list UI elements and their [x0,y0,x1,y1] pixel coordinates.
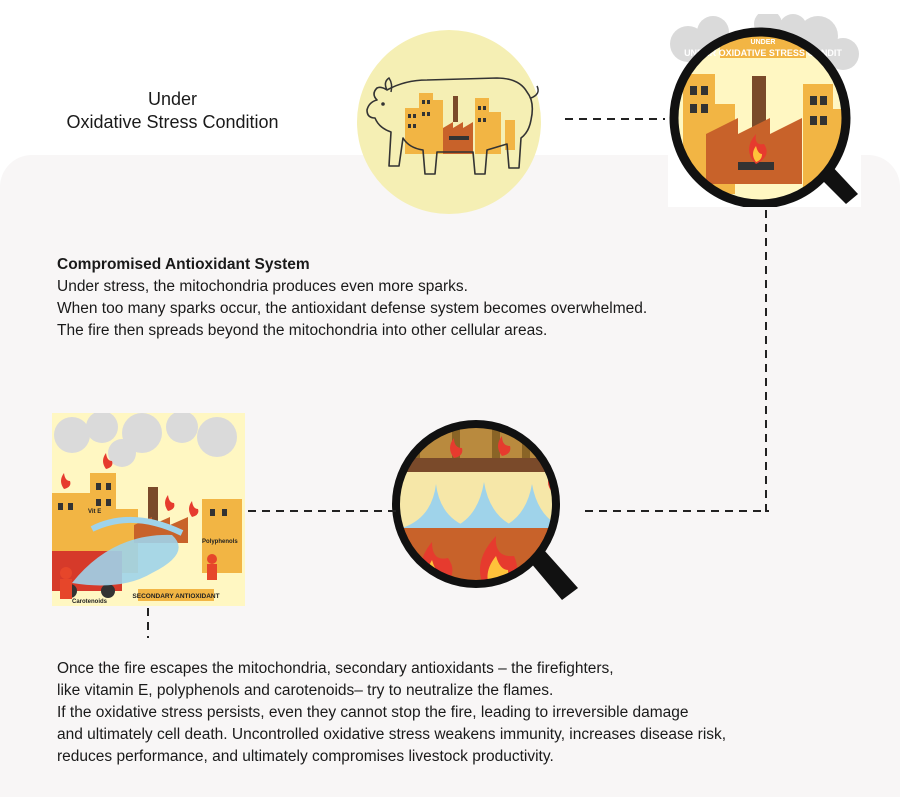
label-polyphenols: Polyphenols [202,539,238,545]
pig-city-illustration [357,30,541,214]
magnifier-banner-text: UNDER OXIDATIVE STRESS CONDIT [684,48,842,58]
title-line-1: Under [147,89,198,109]
svg-text:UNDER: UNDER [751,39,776,46]
compromised-antioxidant-text: Compromised Antioxidant System Under str… [57,254,857,342]
label-secondary-antioxidant: SECONDARY ANTIOXIDANT [132,593,219,600]
section2-line: like vitamin E, polyphenols and caroteno… [57,682,554,699]
label-carotenoids: Carotenoids [72,599,108,605]
mitochondria-magnifier-illustration [392,420,578,600]
section1-line: Under stress, the mitochondria produces … [57,278,468,295]
connector-bottom [147,608,149,638]
connector-top [565,118,665,120]
section2-line: Once the fire escapes the mitochondria, … [57,660,614,677]
firefighters-illustration: Vit E Polyphenols Carotenoids SECONDARY … [52,413,245,606]
section2-line: If the oxidative stress persists, even t… [57,704,689,721]
label-vit-e: Vit E [88,509,101,515]
magnifier-city-illustration: UNDER UNDER OXIDATIVE STRESS CONDIT [668,14,861,207]
secondary-antioxidant-text: Once the fire escapes the mitochondria, … [57,658,867,768]
title-line-2: Oxidative Stress Condition [66,112,279,132]
page-title: Under Oxidative Stress Condition [40,88,305,134]
connector-middle [248,510,396,512]
section2-line: reduces performance, and ultimately comp… [57,748,554,765]
section1-line: The fire then spreads beyond the mitocho… [57,322,548,339]
section-heading: Compromised Antioxidant System [57,256,310,273]
section1-line: When too many sparks occur, the antioxid… [57,300,648,317]
section2-line: and ultimately cell death. Uncontrolled … [57,726,727,743]
connector-right-horizontal [585,510,769,512]
